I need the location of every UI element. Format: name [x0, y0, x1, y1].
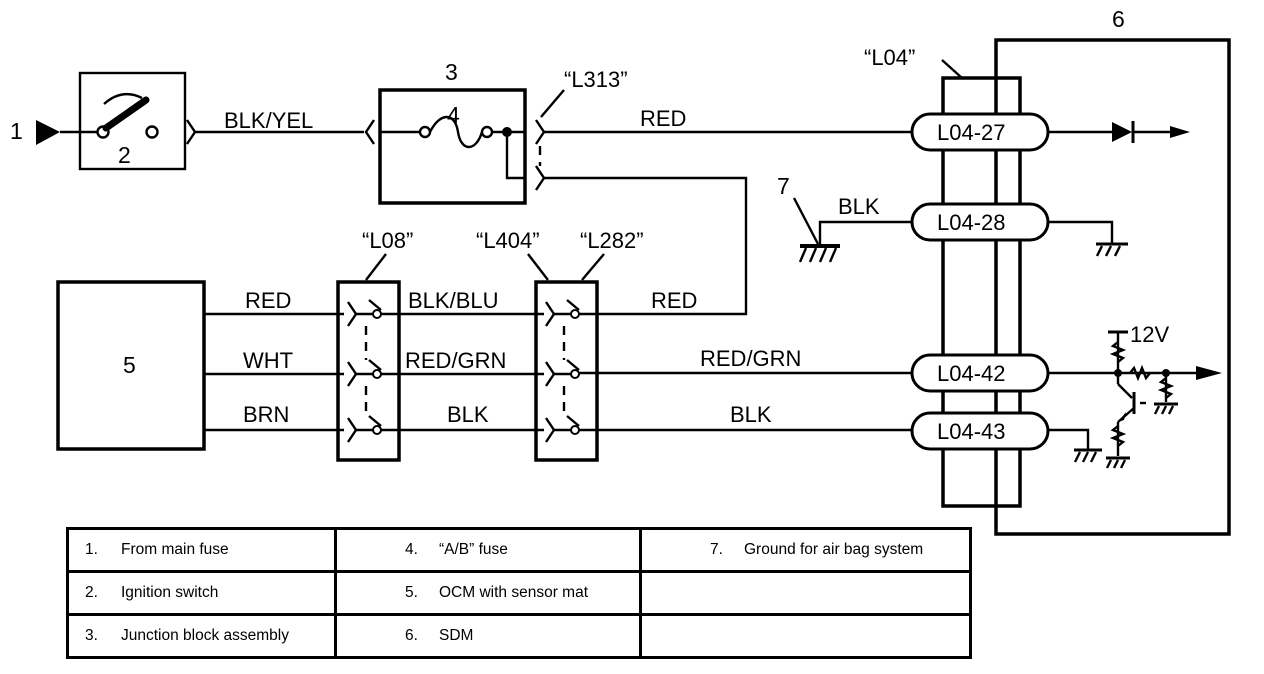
voltage-label: 12V [1130, 322, 1169, 347]
callout-6: 6 [1112, 6, 1125, 32]
connector-l04-label: “L04” [864, 45, 915, 70]
wire-label-blk-yel: BLK/YEL [224, 108, 313, 133]
wire-label-blk-right: BLK [730, 402, 772, 427]
callout-4: 4 [447, 102, 460, 128]
legend-number: 6. [405, 627, 418, 644]
connector-l313-leader [540, 89, 565, 118]
legend-text: Ground for air bag system [744, 541, 924, 558]
ground-icon [1153, 402, 1178, 415]
resistor-icon [1109, 341, 1127, 363]
wire-label-red-grn-right: RED/GRN [700, 346, 801, 371]
fuse-icon [428, 115, 484, 149]
connector-l04-leader [941, 59, 963, 79]
ignition-switch-box [78, 71, 187, 171]
wire-label-red-grn-mid: RED/GRN [405, 348, 506, 373]
legend-number: 2. [85, 584, 98, 601]
legend-cell: 7. Ground for air bag system [639, 527, 972, 573]
wire-red-loop [544, 176, 748, 316]
resistor-icon [1109, 425, 1127, 447]
junction-branch-wire [505, 132, 525, 180]
legend-text: Ignition switch [121, 584, 219, 601]
connector-l08-label: “L08” [362, 228, 413, 253]
legend-text: From main fuse [121, 541, 229, 558]
legend-row: 2. Ignition switch 5. OCM with sensor mat [66, 570, 972, 616]
fuse-terminal-icon [480, 125, 494, 139]
junction-block-box [378, 88, 527, 205]
legend-text: “A/B” fuse [439, 541, 508, 558]
pin-l04-43-label: L04-43 [937, 419, 1006, 444]
connector-terminal-icon [364, 119, 375, 145]
ground-icon [1073, 448, 1102, 463]
legend-text: Junction block assembly [121, 627, 289, 644]
legend-cell: 1. From main fuse [66, 527, 337, 573]
legend-cell: 4. “A/B” fuse [334, 527, 642, 573]
ground-icon [1095, 242, 1128, 257]
wire-label-red-top: RED [640, 106, 686, 131]
callout-2: 2 [118, 142, 131, 168]
callout-3: 3 [445, 59, 458, 85]
resistor-icon [1157, 377, 1175, 399]
diode-icon [1112, 122, 1132, 142]
callout-5: 5 [123, 352, 136, 378]
connector-l08-leader [365, 253, 387, 281]
callout-7: 7 [777, 173, 790, 199]
wire-label-red-right: RED [651, 288, 697, 313]
connector-terminal-icon [186, 119, 197, 145]
main-fuse-arrow-icon [36, 120, 60, 145]
connector-terminal-icon [535, 119, 546, 145]
connector-l04-outer [941, 76, 1022, 508]
connector-l313-label: “L313” [564, 67, 628, 92]
legend-cell [639, 613, 972, 659]
resistor-icon [1129, 364, 1151, 382]
connector-l08-box [336, 280, 401, 462]
legend-text: SDM [439, 627, 474, 644]
connector-terminal-icon [535, 165, 546, 191]
wire-label-red-ocm: RED [245, 288, 291, 313]
ignition-switch-terminal-icon [145, 125, 159, 139]
legend-number: 4. [405, 541, 418, 558]
legend-cell: 3. Junction block assembly [66, 613, 337, 659]
legend-number: 5. [405, 584, 418, 601]
transistor-icon [1117, 383, 1146, 423]
wire-blk-ground [818, 220, 912, 246]
callout-1: 1 [10, 118, 23, 144]
pin-l04-42-label: L04-42 [937, 361, 1006, 386]
ground-icon [798, 244, 840, 263]
signal-arrow-icon [1170, 126, 1190, 138]
legend-number: 7. [710, 541, 723, 558]
legend-row: 3. Junction block assembly 6. SDM [66, 613, 972, 659]
fuse-terminal-icon [418, 125, 432, 139]
connector-l282-leader [581, 253, 605, 281]
wire-label-blk-mid: BLK [447, 402, 489, 427]
legend-cell: 5. OCM with sensor mat [334, 570, 642, 616]
legend-number: 1. [85, 541, 98, 558]
signal-arrow-icon [1196, 366, 1222, 380]
legend-cell [639, 570, 972, 616]
legend-text: OCM with sensor mat [439, 584, 589, 601]
ocm-box [56, 280, 206, 451]
legend-row: 1. From main fuse 4. “A/B” fuse 7. Ground f… [66, 527, 972, 573]
ground-7-leader [792, 197, 820, 245]
connector-l404-leader [527, 253, 549, 281]
connector-l404-label: “L404” [476, 228, 540, 253]
legend-number: 3. [85, 627, 98, 644]
ignition-switch-lever-icon [102, 96, 150, 132]
ignition-switch-key-icon [103, 92, 143, 105]
connector-l404-terminals [545, 299, 580, 443]
wire-label-wht: WHT [243, 348, 293, 373]
pin-l04-27-label: L04-27 [937, 120, 1006, 145]
legend-table: 1. From main fuse 4. “A/B” fuse 7. Ground f… [66, 527, 972, 659]
connector-l404-box [534, 280, 599, 462]
legend-cell: 2. Ignition switch [66, 570, 337, 616]
connector-l282-label: “L282” [580, 228, 644, 253]
pin-l04-28-label: L04-28 [937, 210, 1006, 235]
ground-icon [1105, 456, 1130, 469]
wire-label-brn: BRN [243, 402, 289, 427]
wire-label-blk-blu: BLK/BLU [408, 288, 499, 313]
legend-cell: 6. SDM [334, 613, 642, 659]
connector-l08-terminals [347, 299, 382, 443]
wire-label-blk-ground: BLK [838, 194, 880, 219]
